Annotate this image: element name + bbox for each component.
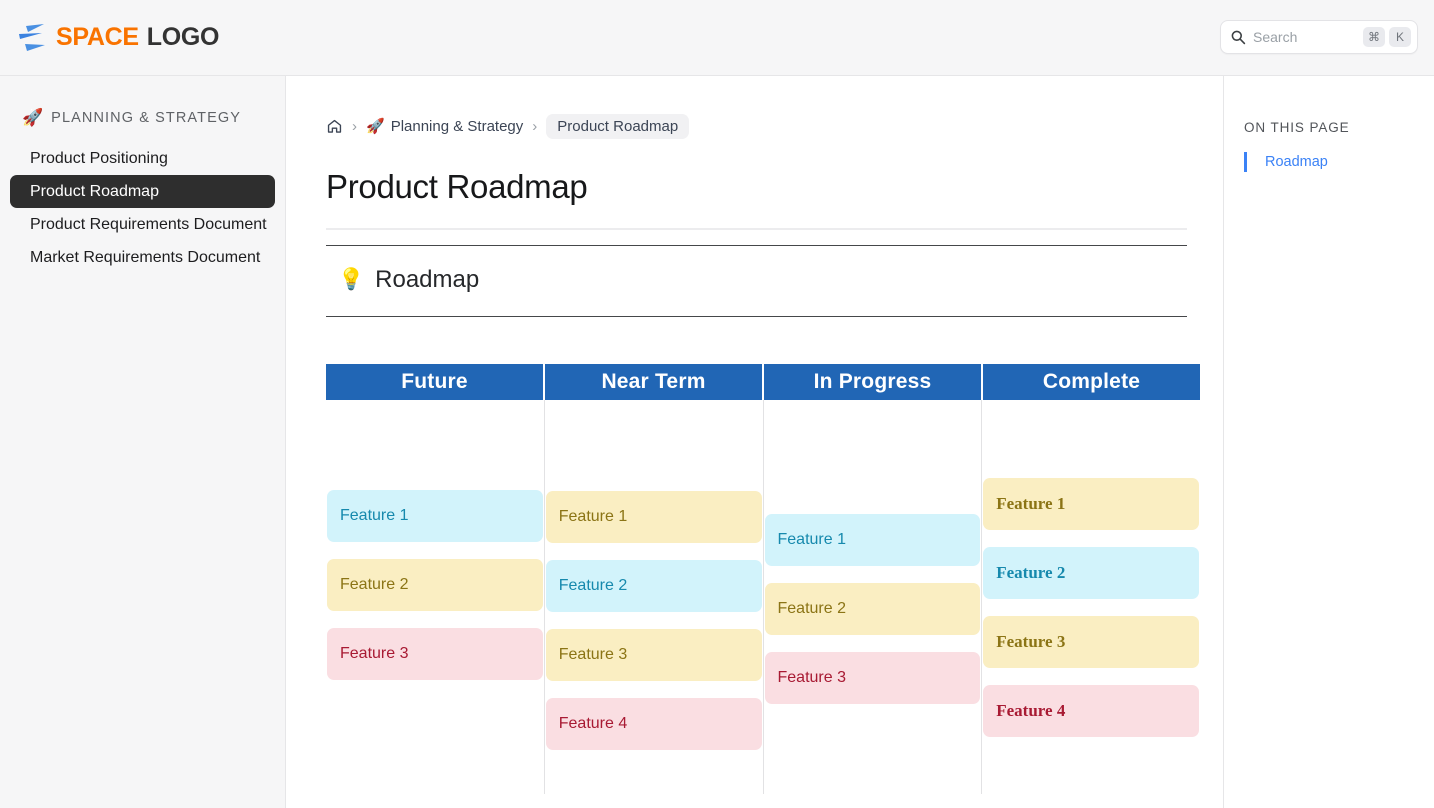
sidebar-section-label: Planning & Strategy	[51, 110, 242, 126]
roadmap-card[interactable]: Feature 2	[983, 547, 1199, 599]
roadmap-card[interactable]: Feature 4	[983, 685, 1199, 737]
sidebar-section-header: 🚀 Planning & Strategy	[0, 108, 285, 128]
sidebar-item-label: Product Positioning	[30, 150, 168, 167]
sidebar-item-product-roadmap[interactable]: Product Roadmap	[10, 175, 275, 208]
search-icon	[1231, 30, 1246, 45]
on-this-page-title: On this page	[1244, 120, 1350, 135]
section-heading: 💡 Roadmap	[326, 246, 1187, 316]
lightbulb-icon: 💡	[338, 268, 365, 291]
speed-lines-logo-icon	[19, 23, 45, 51]
sidebar-item-label: Product Requirements Document	[30, 216, 267, 233]
board-column-header-future: Future	[326, 364, 545, 400]
board-header-row: Future Near Term In Progress Complete	[326, 364, 1200, 400]
title-divider	[326, 228, 1187, 230]
search-box[interactable]: ⌘ K	[1220, 20, 1418, 54]
board-column-header-in-progress: In Progress	[764, 364, 983, 400]
breadcrumb-current-page: Product Roadmap	[546, 113, 690, 139]
sidebar-item-product-positioning[interactable]: Product Positioning	[10, 142, 275, 175]
roadmap-card[interactable]: Feature 3	[327, 628, 543, 680]
rocket-icon: 🚀	[22, 108, 44, 127]
sidebar-item-label: Market Requirements Document	[30, 249, 261, 266]
on-this-page-panel: On this page Roadmap	[1223, 76, 1434, 808]
roadmap-card[interactable]: Feature 1	[545, 491, 762, 543]
board-column-future: Feature 1 Feature 2 Feature 3	[326, 400, 545, 794]
section-divider-bottom	[326, 316, 1187, 317]
breadcrumb: › 🚀 Planning & Strategy › Product Roadma…	[326, 112, 1187, 140]
roadmap-card[interactable]: Feature 1	[983, 478, 1199, 530]
roadmap-card[interactable]: Feature 2	[545, 560, 762, 612]
board-column-complete: Feature 1 Feature 2 Feature 3 Feature 4	[982, 400, 1200, 794]
shortcut-k-key[interactable]: K	[1389, 27, 1411, 47]
breadcrumb-item-label: Planning & Strategy	[390, 117, 524, 135]
sidebar-item-market-requirements-document[interactable]: Market Requirements Document	[10, 241, 275, 274]
search-input[interactable]	[1253, 29, 1359, 45]
toc-item-roadmap[interactable]: Roadmap	[1244, 152, 1434, 172]
roadmap-board: Future Near Term In Progress Complete Fe…	[326, 364, 1200, 794]
shortcut-command-key[interactable]: ⌘	[1363, 27, 1385, 47]
breadcrumb-separator: ›	[352, 117, 357, 135]
roadmap-card[interactable]: Feature 3	[545, 629, 762, 681]
board-column-in-progress: Feature 1 Feature 2 Feature 3	[764, 400, 983, 794]
roadmap-card[interactable]: Feature 4	[545, 698, 762, 750]
logo-secondary-text: LOGO	[146, 23, 220, 51]
board-column-header-near-term: Near Term	[545, 364, 764, 400]
roadmap-card[interactable]: Feature 1	[327, 490, 543, 542]
breadcrumb-separator: ›	[532, 117, 538, 135]
roadmap-card[interactable]: Feature 2	[764, 583, 981, 635]
sidebar-item-product-requirements-document[interactable]: Product Requirements Document	[10, 208, 275, 241]
roadmap-card[interactable]: Feature 1	[764, 514, 981, 566]
logo-primary-text: SPACE	[56, 23, 139, 51]
sidebar: 🚀 Planning & Strategy Product Positionin…	[0, 76, 286, 808]
roadmap-card[interactable]: Feature 2	[327, 559, 543, 611]
section-heading-label: Roadmap	[375, 266, 480, 293]
board-column-header-complete: Complete	[983, 364, 1200, 400]
breadcrumb-item-planning-strategy[interactable]: 🚀 Planning & Strategy	[366, 117, 524, 136]
main-content: › 🚀 Planning & Strategy › Product Roadma…	[286, 76, 1223, 808]
sidebar-item-label: Product Roadmap	[30, 183, 159, 200]
roadmap-card[interactable]: Feature 3	[764, 652, 981, 704]
section-divider-top	[326, 245, 1187, 246]
rocket-icon: 🚀	[366, 118, 385, 135]
board-column-near-term: Feature 1 Feature 2 Feature 3 Feature 4	[545, 400, 764, 794]
roadmap-card[interactable]: Feature 3	[983, 616, 1199, 668]
home-icon[interactable]	[326, 118, 343, 135]
page-title: Product Roadmap	[326, 168, 588, 205]
